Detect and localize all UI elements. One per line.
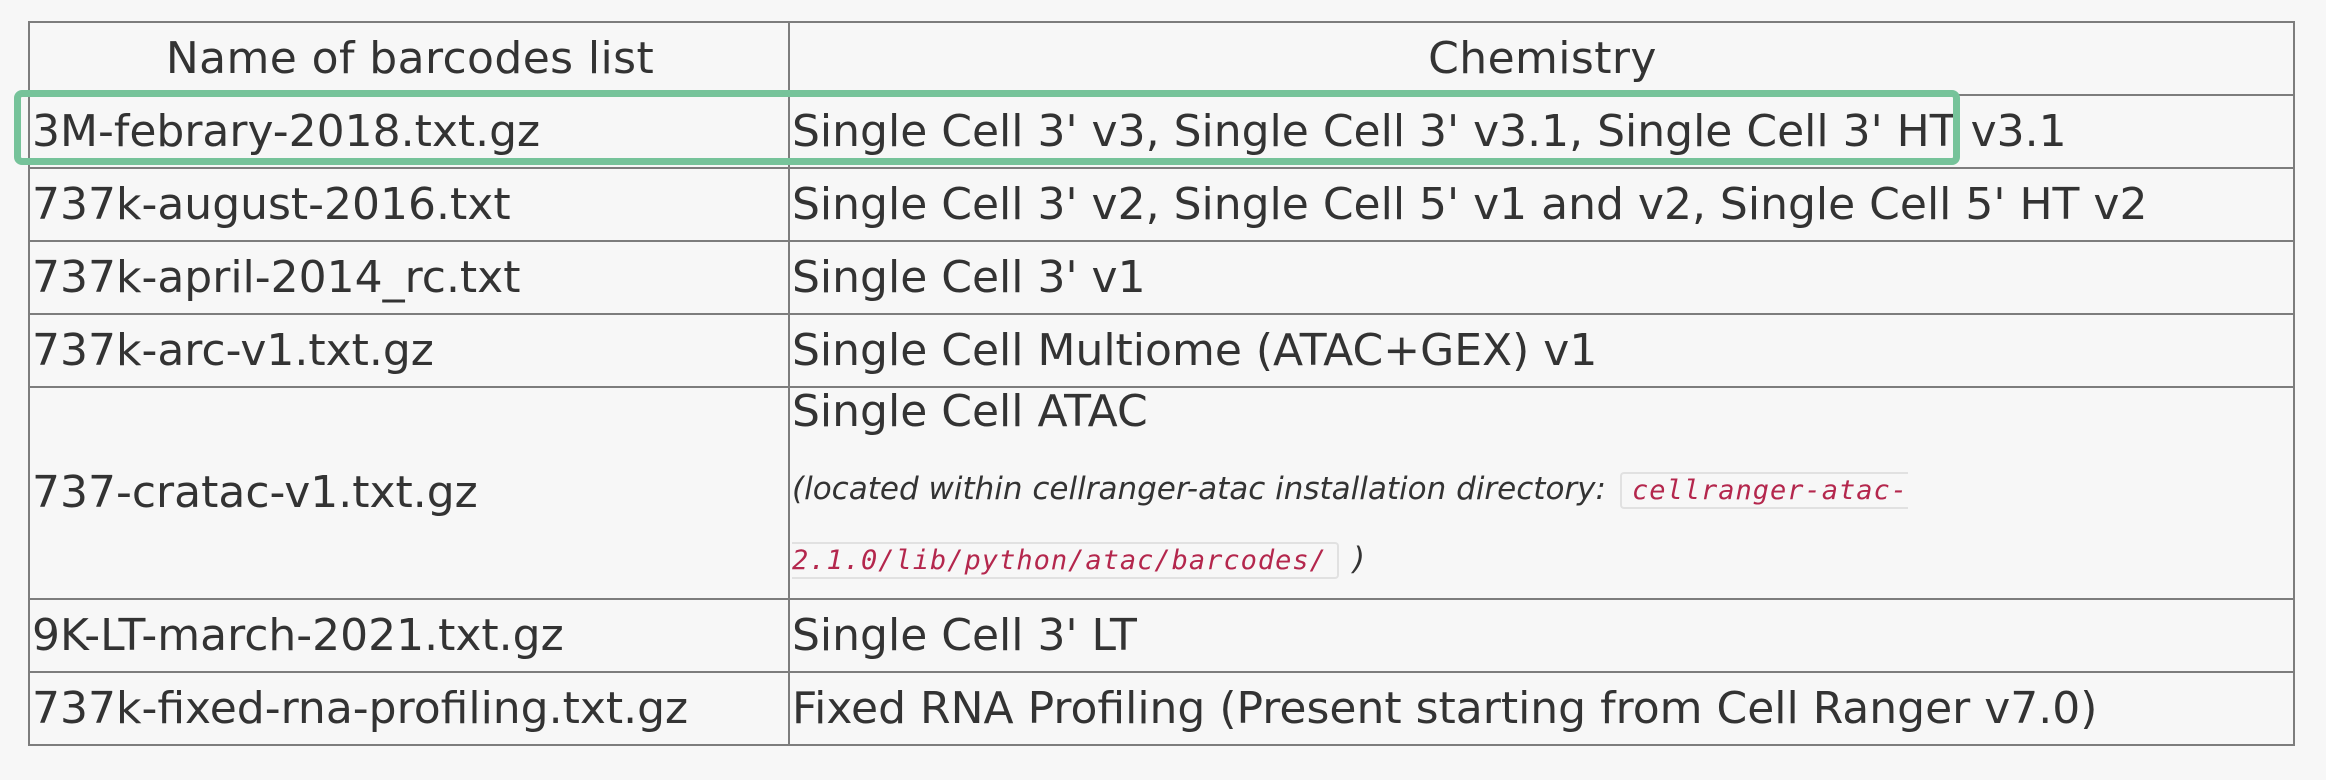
chemistry-cell: Single Cell 3' v3, Single Cell 3' v3.1, … <box>788 94 2295 169</box>
chemistry-cell: Single Cell Multiome (ATAC+GEX) v1 <box>788 313 2295 388</box>
table-row: 737k-arc-v1.txt.gz Single Cell Multiome … <box>28 313 2295 388</box>
barcodes-table: Name of barcodes list Chemistry 3M-febra… <box>28 21 2295 746</box>
barcode-list-name: 737k-arc-v1.txt.gz <box>28 313 790 388</box>
barcode-list-name: 737k-august-2016.txt <box>28 167 790 242</box>
barcode-list-name: 737k-april-2014_rc.txt <box>28 240 790 315</box>
barcode-list-name: 9K-LT-march-2021.txt.gz <box>28 598 790 673</box>
barcode-list-name: 737k-fixed-rna-profiling.txt.gz <box>28 671 790 746</box>
chemistry-text: Single Cell ATAC <box>792 387 1148 437</box>
chemistry-cell: Single Cell ATAC (located within cellran… <box>788 386 2295 600</box>
note-prefix: (located within cellranger-atac installa… <box>792 471 1606 507</box>
table-row: 737-cratac-v1.txt.gz Single Cell ATAC (l… <box>28 386 2295 600</box>
table-header-row: Name of barcodes list Chemistry <box>28 21 2295 96</box>
barcode-list-name: 737-cratac-v1.txt.gz <box>28 386 790 600</box>
chemistry-cell: Single Cell 3' v1 <box>788 240 2295 315</box>
table-row: 737k-august-2016.txt Single Cell 3' v2, … <box>28 167 2295 242</box>
chemistry-cell: Single Cell 3' LT <box>788 598 2295 673</box>
table-row: 737k-april-2014_rc.txt Single Cell 3' v1 <box>28 240 2295 315</box>
note-suffix: ) <box>1352 541 1366 577</box>
column-header-name: Name of barcodes list <box>28 21 790 96</box>
column-header-chemistry: Chemistry <box>788 21 2295 96</box>
install-location-note: (located within cellranger-atac installa… <box>792 454 1932 594</box>
chemistry-cell: Single Cell 3' v2, Single Cell 5' v1 and… <box>788 167 2295 242</box>
barcode-list-name: 3M-febrary-2018.txt.gz <box>28 94 790 169</box>
table-row: 9K-LT-march-2021.txt.gz Single Cell 3' L… <box>28 598 2295 673</box>
table-row: 3M-febrary-2018.txt.gz Single Cell 3' v3… <box>28 94 2295 169</box>
chemistry-cell: Fixed RNA Profiling (Present starting fr… <box>788 671 2295 746</box>
table-row: 737k-fixed-rna-profiling.txt.gz Fixed RN… <box>28 671 2295 746</box>
